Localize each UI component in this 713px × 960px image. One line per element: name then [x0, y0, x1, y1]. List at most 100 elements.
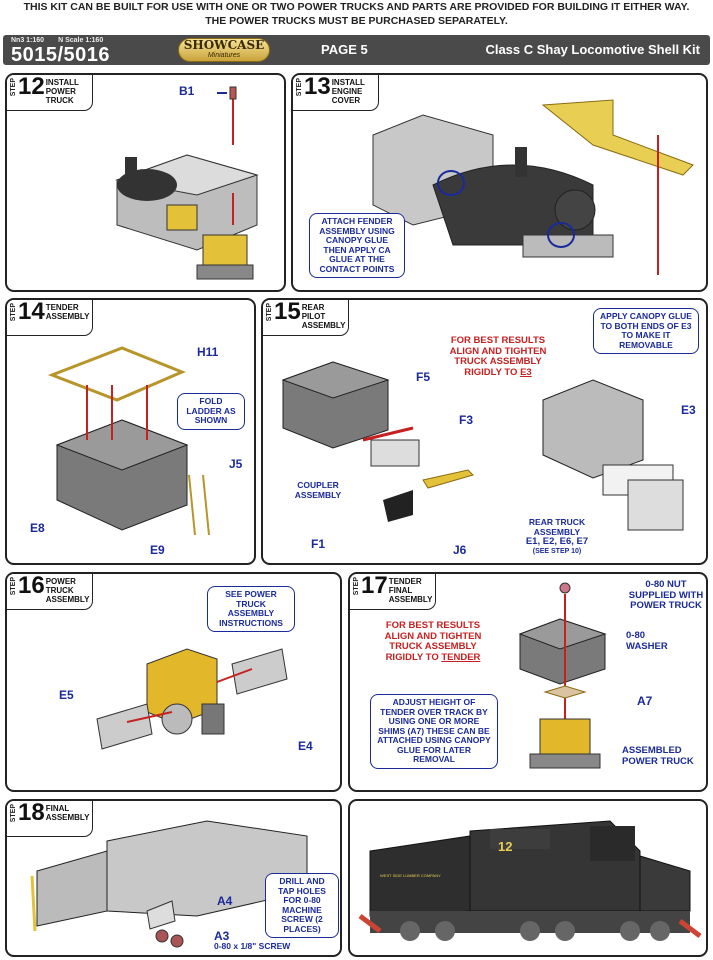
label-a7: A7 [637, 694, 653, 708]
step-18-illustration [30, 820, 308, 948]
label-e3: E3 [681, 403, 696, 417]
step-word: STEP [353, 577, 360, 596]
step-word: STEP [266, 303, 273, 322]
label-j5: J5 [229, 457, 243, 471]
step-number: 14 [18, 298, 45, 325]
step-number: 13 [304, 73, 331, 100]
step-15-note: APPLY CANOPY GLUE TO BOTH ENDS OF E3 TO … [593, 308, 699, 354]
label-f1: F1 [311, 537, 326, 551]
model-number: 5015/5016 [11, 44, 111, 66]
page-number: PAGE 5 [321, 42, 368, 57]
step-18-tag [7, 801, 93, 837]
label-washer: 0-80 WASHER [626, 630, 668, 652]
label-nut: 0-80 NUT SUPPLIED WITH POWER TRUCK [628, 579, 704, 611]
scale-nn3: Nn3 1:160 [11, 37, 45, 44]
label-a3: A3 [214, 929, 230, 943]
scale-n: N Scale 1:160 [58, 37, 104, 44]
title-bar: Nn3 1:160 N Scale 1:160 5015/5016 SHOWCAS… [3, 35, 710, 66]
advice-text: FOR BEST RESULTS ALIGN AND TIGHTEN TRUCK… [384, 620, 482, 663]
step-17-advice: FOR BEST RESULTS ALIGN AND TIGHTEN TRUCK… [378, 620, 488, 663]
step-14-note: FOLD LADDER AS SHOWN [177, 393, 245, 430]
label-coupler-assembly: COUPLER ASSEMBLY [294, 480, 342, 500]
step-title: REAR PILOT ASSEMBLY [301, 303, 346, 330]
step-18-note: DRILL AND TAP HOLES FOR 0-80 MACHINE SCR… [265, 873, 339, 938]
advice-text: FOR BEST RESULTS ALIGN AND TIGHTEN TRUCK… [449, 335, 547, 378]
step-title: INSTALL ENGINE COVER [331, 78, 365, 105]
header-line-2: THE POWER TRUCKS MUST BE PURCHASED SEPAR… [205, 15, 508, 27]
locomotive-photo [358, 820, 702, 941]
label-a4: A4 [217, 894, 233, 908]
step-word: STEP [10, 78, 17, 97]
step-number: 12 [18, 73, 45, 100]
step-word: STEP [10, 303, 17, 322]
step-12-illustration [115, 86, 259, 280]
label-h11: H11 [197, 345, 219, 359]
rear-truck-parts: E1, E2, E6, E7 [525, 536, 589, 547]
label-b1: B1 [179, 84, 195, 98]
label-screw: 0-80 x 1/8" SCREW [214, 941, 291, 951]
step-number: 15 [274, 298, 301, 325]
loco-number: 12 [498, 839, 513, 854]
step-16-note: SEE POWER TRUCK ASSEMBLY INSTRUCTIONS [207, 586, 295, 632]
step-number: 18 [18, 799, 45, 826]
step-16-tag [7, 574, 93, 610]
step-13-note: ATTACH FENDER ASSEMBLY USING CANOPY GLUE… [309, 213, 405, 278]
step-15-tag [263, 300, 349, 336]
label-assembled-power-truck: ASSEMBLED POWER TRUCK [622, 745, 694, 767]
step-13-tag [293, 75, 379, 111]
label-e4: E4 [298, 739, 313, 753]
step-12-tag [7, 75, 93, 111]
step-title: TENDER ASSEMBLY [45, 303, 90, 321]
advice-target: TENDER [441, 651, 481, 663]
step-word: STEP [10, 577, 17, 596]
label-f3: F3 [459, 413, 474, 427]
label-j6: J6 [453, 543, 467, 557]
step-17-tag [350, 574, 436, 610]
header-line-1: THIS KIT CAN BE BUILT FOR USE WITH ONE O… [23, 1, 690, 13]
photo-panel: 12 WEST SIDE LUMBER COMPANY [348, 799, 708, 957]
step-16-illustration [96, 648, 288, 750]
step-17-illustration [518, 582, 607, 769]
label-e8: E8 [30, 521, 45, 535]
loco-lettering: WEST SIDE LUMBER COMPANY [380, 873, 441, 878]
step-title: INSTALL POWER TRUCK [45, 78, 79, 105]
header-notice: THIS KIT CAN BE BUILT FOR USE WITH ONE O… [0, 0, 713, 34]
logo-main: SHOWCASE [183, 38, 265, 52]
step-number: 17 [361, 572, 388, 599]
step-title: FINAL ASSEMBLY [45, 804, 90, 822]
rear-truck-ref: (SEE STEP 10) [532, 547, 582, 555]
step-14-illustration [47, 346, 210, 536]
scale-labels: Nn3 1:160 N Scale 1:160 [11, 37, 117, 44]
step-13-illustration [372, 99, 694, 275]
logo-sub: Miniatures [207, 52, 241, 59]
advice-target: E3 [520, 366, 532, 378]
step-17-note: ADJUST HEIGHT OF TENDER OVER TRACK BY US… [370, 694, 498, 769]
step-15-illustration [281, 361, 684, 531]
step-word: STEP [10, 804, 17, 823]
label-f5: F5 [416, 370, 431, 384]
step-title: POWER TRUCK ASSEMBLY [45, 577, 90, 604]
label-e9: E9 [150, 543, 165, 557]
step-title: TENDER FINAL ASSEMBLY [388, 577, 433, 604]
kit-title: Class C Shay Locomotive Shell Kit [485, 42, 700, 57]
step-number: 16 [18, 572, 45, 599]
step-15-advice: FOR BEST RESULTS ALIGN AND TIGHTEN TRUCK… [443, 335, 553, 378]
label-e5: E5 [59, 688, 74, 702]
rear-truck-title: REAR TRUCK ASSEMBLY [528, 517, 586, 537]
